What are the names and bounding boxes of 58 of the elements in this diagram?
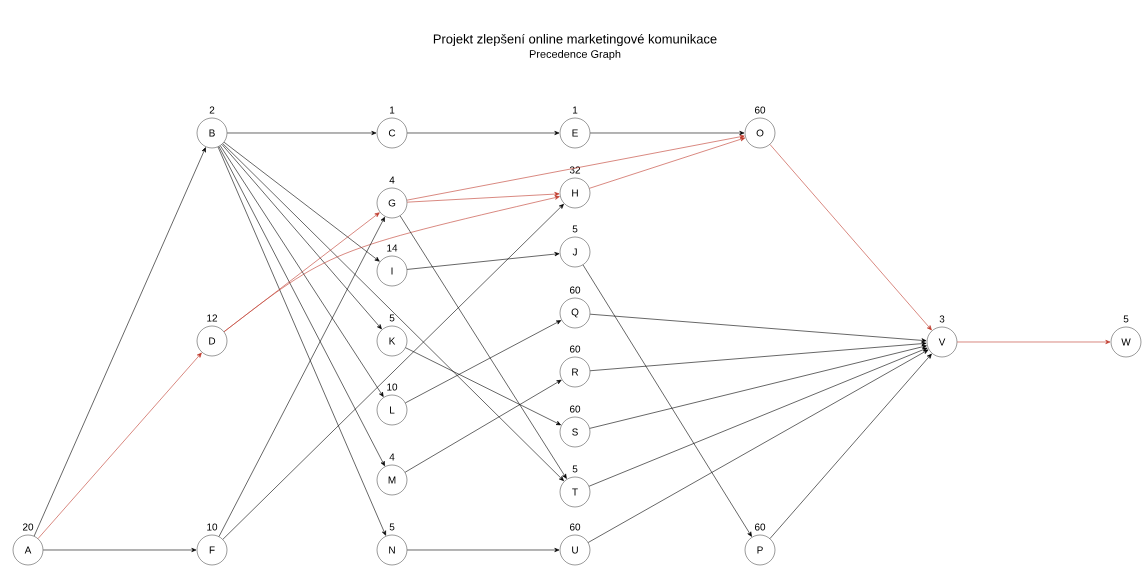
duration-label: 60 <box>569 345 581 353</box>
duration-label: 60 <box>569 523 581 531</box>
arrow <box>589 344 927 429</box>
duration-label: 12 <box>207 314 218 322</box>
arrow <box>222 143 564 482</box>
arrow <box>406 252 560 270</box>
arrow <box>582 264 752 537</box>
arrow <box>769 353 932 539</box>
arrow <box>33 147 206 537</box>
arrow <box>399 215 567 479</box>
duration-label: 10 <box>207 523 218 531</box>
duration-label: 60 <box>569 405 581 413</box>
duration-label: 5 <box>389 523 395 531</box>
arrow <box>37 352 202 539</box>
duration-label: 60 <box>754 106 766 114</box>
arrow <box>42 547 197 553</box>
arrow <box>221 144 382 330</box>
duration-label: 4 <box>389 176 395 184</box>
duration-label: 5 <box>572 465 578 473</box>
duration-label: 5 <box>572 225 578 233</box>
arrow <box>406 547 560 553</box>
duration-label: 20 <box>22 523 34 531</box>
arrow <box>589 130 745 136</box>
duration-label: 4 <box>389 453 395 461</box>
arrow <box>218 146 385 467</box>
arrow <box>223 195 560 332</box>
duration-label: 32 <box>569 166 581 174</box>
arrow <box>589 313 927 343</box>
arrow <box>406 130 560 136</box>
duration-label: 14 <box>387 244 398 252</box>
duration-label: 10 <box>387 383 398 391</box>
arrow <box>956 339 1111 345</box>
arrow <box>406 134 745 201</box>
arrow <box>223 141 380 262</box>
arrow <box>222 203 564 540</box>
arrow <box>406 192 560 203</box>
duration-label: 3 <box>939 315 945 323</box>
arrow <box>226 130 377 136</box>
arrow <box>589 137 746 189</box>
duration-label: 60 <box>754 523 766 531</box>
duration-label: 1 <box>573 106 578 114</box>
arrow <box>769 144 932 331</box>
arrow <box>589 341 927 372</box>
arrow <box>404 379 562 473</box>
arrow <box>588 347 928 487</box>
duration-label: 1 <box>390 106 395 114</box>
arrow <box>587 349 929 543</box>
subtitle: Precedence Graph <box>529 49 621 61</box>
arrow <box>220 145 384 397</box>
arrow <box>405 320 562 404</box>
title: Projekt zlepšení online marketingové komunikace <box>433 33 717 47</box>
arrow <box>218 216 385 537</box>
arrow <box>217 146 386 536</box>
duration-label: 5 <box>1123 315 1129 323</box>
duration-label: 2 <box>209 106 215 114</box>
duration-label: 5 <box>389 314 395 322</box>
duration-label: 60 <box>569 286 581 294</box>
arrow <box>405 347 561 426</box>
